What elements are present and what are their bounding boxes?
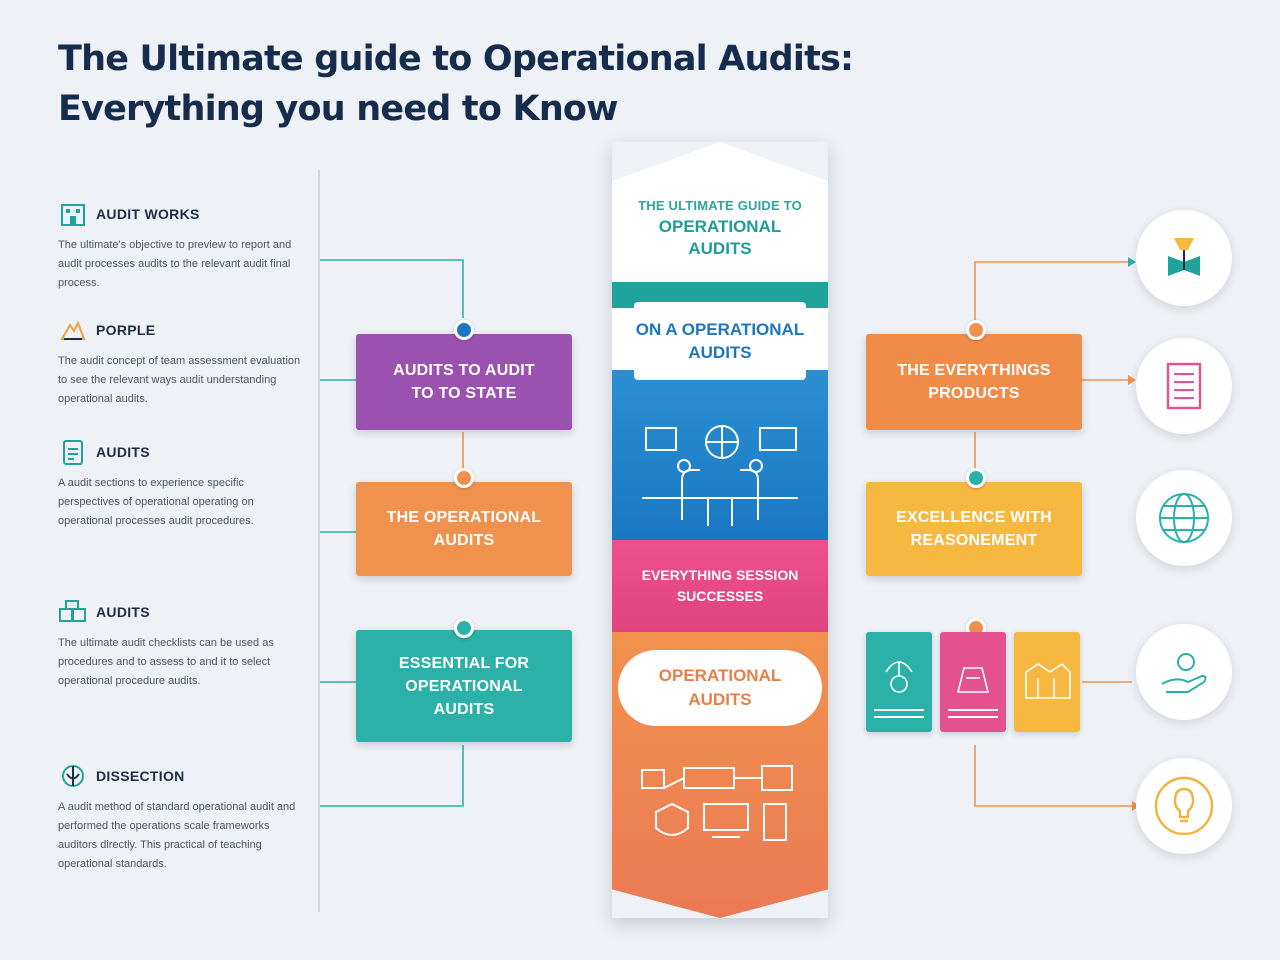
section-title: AUDITS: [96, 604, 150, 620]
funnel-icon: [1168, 238, 1200, 276]
node-dot: [454, 468, 474, 488]
banner-pink-section: EVERYTHING SESSION SUCCESSES: [612, 540, 828, 632]
process-illustration: [641, 765, 793, 841]
card-teal: [866, 632, 932, 732]
circle-hand-gear: [1136, 624, 1232, 720]
circle-lightbulb: [1136, 758, 1232, 854]
mountain-icon: [58, 316, 88, 344]
banner-label-pink: EVERYTHING SESSION SUCCESSES: [641, 567, 799, 604]
section-audits-1: AUDITS A audit sections to experience sp…: [58, 438, 308, 531]
section-body: A audit sections to experience specific …: [58, 477, 254, 527]
title-line-2: Everything you need to Know: [58, 89, 619, 129]
checklist-icon: [1166, 362, 1202, 410]
section-title: AUDITS: [96, 444, 150, 460]
flow-box-yellow: EXCELLENCE WITH REASONEMENT: [866, 482, 1082, 576]
banner-top-large: OPERATIONAL AUDITS: [658, 217, 782, 258]
factory-icon: [1014, 632, 1080, 732]
section-body: The ultimate's objective to preview to r…: [58, 239, 292, 289]
connector-line: [320, 259, 464, 318]
section-body: The ultimate audit checklists can be use…: [58, 637, 274, 687]
arrowhead: [1128, 257, 1136, 267]
banner-top: THE ULTIMATE GUIDE TO OPERATIONAL AUDITS: [612, 142, 828, 282]
left-divider: [318, 170, 320, 912]
banner-blue-section: [612, 370, 828, 540]
section-porple: PORPLE The audit concept of team assessm…: [58, 316, 308, 409]
section-title: AUDIT WORKS: [96, 206, 200, 222]
banner-label-blue: ON A OPERATIONAL AUDITS: [634, 302, 806, 380]
circle-checklist: [1136, 338, 1232, 434]
flow-box-orange-right: THE EVERYTHINGS PRODUCTS: [866, 334, 1082, 430]
banner-label-orange: OPERATIONAL AUDITS: [618, 650, 822, 726]
flow-box-orange: THE OPERATIONAL AUDITS: [356, 482, 572, 576]
scale-icon: [58, 762, 88, 790]
globe-icon: [1159, 493, 1209, 543]
building-icon: [58, 200, 88, 228]
flow-box-label: AUDITS TO AUDIT TO TO STATE: [393, 362, 535, 402]
circle-funnel: [1136, 210, 1232, 306]
plant-icon: [866, 632, 932, 732]
flow-box-label: EXCELLENCE WITH REASONEMENT: [896, 509, 1052, 549]
section-audits-2: AUDITS The ultimate audit checklists can…: [58, 598, 308, 691]
section-body: The audit concept of team assessment eva…: [58, 355, 301, 405]
page-title: The Ultimate guide to Operational Audits…: [58, 34, 958, 134]
connector-line: [974, 745, 1132, 807]
title-line-1: The Ultimate guide to Operational Audits…: [58, 39, 854, 79]
section-body: A audit method of standard operational a…: [58, 801, 296, 870]
connector-line: [320, 745, 464, 807]
flow-box-label: THE OPERATIONAL AUDITS: [386, 509, 542, 549]
circle-globe: [1136, 470, 1232, 566]
node-dot: [966, 468, 986, 488]
flow-box-teal: ESSENTIAL FOR OPERATIONAL AUDITS: [356, 630, 572, 742]
flow-box-purple: AUDITS TO AUDIT TO TO STATE: [356, 334, 572, 430]
boxes-icon: [58, 598, 88, 626]
section-audit-works: AUDIT WORKS The ultimate's objective to …: [58, 200, 308, 293]
node-dot: [966, 320, 986, 340]
center-banner: THE ULTIMATE GUIDE TO OPERATIONAL AUDITS…: [612, 142, 828, 918]
connector-line: [974, 261, 1128, 328]
card-yellow: [1014, 632, 1080, 732]
flow-box-label: ESSENTIAL FOR OPERATIONAL AUDITS: [398, 654, 530, 718]
node-dot: [454, 618, 474, 638]
lightbulb-icon: [1154, 776, 1214, 836]
banner-top-small: THE ULTIMATE GUIDE TO: [638, 198, 802, 213]
lab-icon: [940, 632, 1006, 732]
arrowhead: [1128, 375, 1136, 385]
node-dot: [454, 320, 474, 340]
section-dissection: DISSECTION A audit method of standard op…: [58, 762, 308, 874]
meeting-illustration: [642, 425, 798, 526]
section-title: PORPLE: [96, 322, 156, 338]
card-pink: [940, 632, 1006, 732]
clipboard-icon: [58, 438, 88, 466]
section-title: DISSECTION: [96, 768, 185, 784]
hand-gear-icon: [1161, 653, 1207, 693]
flow-box-label: THE EVERYTHINGS PRODUCTS: [897, 362, 1051, 402]
